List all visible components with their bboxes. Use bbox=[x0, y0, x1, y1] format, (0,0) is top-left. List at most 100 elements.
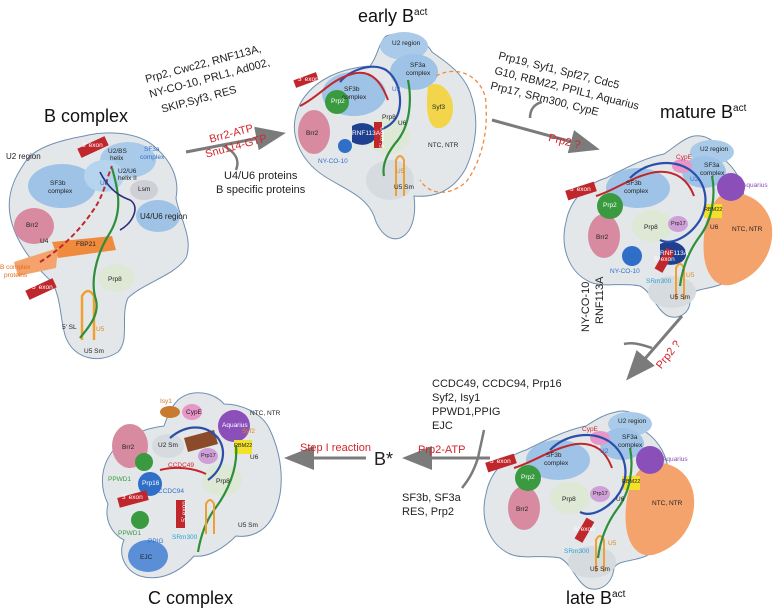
c-rbm22-shape bbox=[234, 440, 252, 454]
arrow-late-add-curve bbox=[476, 429, 486, 459]
c-label-rbm22: RBM22 bbox=[234, 443, 253, 449]
b-label-brr2: Brr2 bbox=[26, 222, 39, 229]
late-label-prp8: Prp8 bbox=[562, 496, 576, 503]
mature-bact-sup: act bbox=[733, 103, 747, 114]
c-prp8-shape bbox=[202, 464, 242, 496]
transition-arrows bbox=[185, 100, 684, 489]
b-label-sf3a: SF3a bbox=[144, 146, 160, 153]
late-brr2-shape bbox=[508, 486, 540, 530]
late-label-sf3b2: complex bbox=[544, 460, 569, 467]
late-label-srm: SRm300 bbox=[564, 548, 590, 555]
c-u2sm-shape bbox=[152, 434, 184, 458]
stage-title-c-complex: C complex bbox=[148, 588, 234, 608]
late-label-ntc: NTC, NTR bbox=[652, 500, 683, 507]
arrow-early-add-curve bbox=[528, 100, 543, 119]
early-label-u5sm: U5 Sm bbox=[394, 184, 414, 191]
late-sf3b-shape bbox=[526, 440, 590, 480]
late-u6-strand bbox=[596, 447, 633, 559]
early-nyco-shape bbox=[338, 139, 352, 153]
b-sf3b-shape bbox=[28, 164, 96, 208]
c-label-ccdc94: CCDC94 bbox=[158, 488, 185, 495]
b-label-u2: U2 bbox=[100, 180, 109, 187]
mature-label-sf3b2: complex bbox=[624, 188, 649, 195]
early-sf3a-shape bbox=[390, 54, 438, 90]
early-label-exon5: 5' exon bbox=[378, 127, 386, 148]
late-bact-main: late B bbox=[566, 588, 613, 608]
mature-label-prp8: Prp8 bbox=[644, 224, 658, 231]
early-label-ntc: NTC, NTR bbox=[428, 142, 459, 149]
late-to-bstar-added-1: CCDC49, CCDC94, Prp16 bbox=[432, 378, 562, 390]
c-label-u5sm: U5 Sm bbox=[238, 522, 258, 529]
late-label-brr2: Brr2 bbox=[516, 506, 529, 513]
b-complex-structure bbox=[8, 132, 189, 360]
c-label-prp8: Prp8 bbox=[216, 478, 230, 485]
early-u5-snrna bbox=[395, 155, 405, 196]
b-label-lsm: Lsm bbox=[138, 186, 151, 193]
b-mrna-strand bbox=[39, 165, 113, 263]
c-label-ejc: EJC bbox=[140, 554, 153, 561]
c-label-srm: SRm300 bbox=[172, 534, 198, 541]
early-prp2-shape bbox=[325, 90, 349, 114]
mature-label-u2: U2 bbox=[690, 176, 699, 183]
mature-nyco-shape bbox=[622, 246, 642, 266]
stage-title-b-complex: B complex bbox=[44, 106, 129, 126]
early-syf3-shape bbox=[426, 83, 454, 129]
late-prp8-shape bbox=[550, 482, 590, 514]
mature-label-srm: SRm300 bbox=[646, 278, 672, 285]
early-label-prp2: Prp2 bbox=[331, 98, 345, 105]
b-u4u6-shape bbox=[136, 200, 180, 232]
late-u2-strand bbox=[549, 434, 627, 515]
late-3exon-box bbox=[485, 453, 517, 473]
b-u6-strand bbox=[79, 167, 120, 339]
arrow-b-to-early bbox=[185, 126, 286, 154]
c-label-exon3: 3' exon bbox=[122, 494, 143, 501]
mature-aquarius-shape bbox=[717, 173, 745, 201]
b-prp8-shape bbox=[98, 264, 134, 292]
b-label-sf3b: SF3b bbox=[50, 180, 66, 187]
late-prp2-shape bbox=[515, 465, 541, 491]
early-label-u2: U2 bbox=[392, 86, 401, 93]
late-label-u2-region: U2 region bbox=[618, 418, 647, 425]
mature-label-exon5: 5' exon bbox=[654, 256, 675, 263]
mature-prp2-shape bbox=[597, 193, 623, 219]
c-label-prp17: Prp17 bbox=[201, 453, 216, 459]
late-label-exon5: 5' exon bbox=[574, 526, 595, 533]
late-to-bstar-added-2: Syf2, Isy1 bbox=[432, 392, 481, 404]
c-ejc-shape bbox=[128, 540, 168, 572]
late-to-bstar-added-4: EJC bbox=[432, 420, 453, 432]
stage-title-late-bact: late Bact bbox=[566, 588, 625, 609]
c-label-cype: CypE bbox=[186, 409, 202, 416]
arrow-mature-to-late bbox=[626, 315, 684, 381]
early-bact-main: early B bbox=[358, 6, 415, 26]
b-to-early-released-2: B specific proteins bbox=[216, 184, 306, 196]
early-label-rnf: RNF113A bbox=[352, 130, 381, 137]
arrow-late-release-curve bbox=[461, 457, 480, 489]
mature-rbm22-shape bbox=[704, 204, 722, 218]
mature-label-ntc: NTC, NTR bbox=[732, 226, 763, 233]
late-5exon-box bbox=[574, 517, 595, 543]
stage-title-mature-bact: mature Bact bbox=[660, 102, 746, 123]
b-label-prp8: Prp8 bbox=[108, 276, 122, 283]
late-u5-snrna bbox=[595, 535, 605, 572]
b-label-u5: U5 bbox=[96, 326, 105, 333]
b-to-early-released-1: U4/U6 proteins bbox=[224, 170, 298, 182]
early-label-nyco: NY-CO-10 bbox=[318, 158, 348, 165]
c-u5-snrna bbox=[205, 499, 215, 534]
mature-sf3a-shape bbox=[682, 156, 726, 188]
b-proteins-shape bbox=[14, 248, 58, 276]
mature-label-u6: U6 bbox=[710, 224, 719, 231]
mature-prp17-shape bbox=[668, 216, 688, 232]
c-label-aquarius: Aquarius bbox=[222, 422, 248, 429]
mature-5exon-box bbox=[654, 247, 675, 273]
early-bact-sup: act bbox=[414, 7, 428, 18]
b-lsm-shape bbox=[130, 180, 158, 200]
early-label-u6: U6 bbox=[398, 120, 407, 127]
mature-u2-strand bbox=[629, 162, 707, 243]
c-complex-body bbox=[102, 392, 282, 579]
early-label-sf3b: SF3b bbox=[344, 86, 360, 93]
late-label-u6: U6 bbox=[616, 496, 625, 503]
early-label-sf3a2: complex bbox=[406, 70, 431, 77]
c-label-isy1: Isy1 bbox=[160, 398, 172, 405]
b-label-u5sm: U5 Sm bbox=[84, 348, 104, 355]
